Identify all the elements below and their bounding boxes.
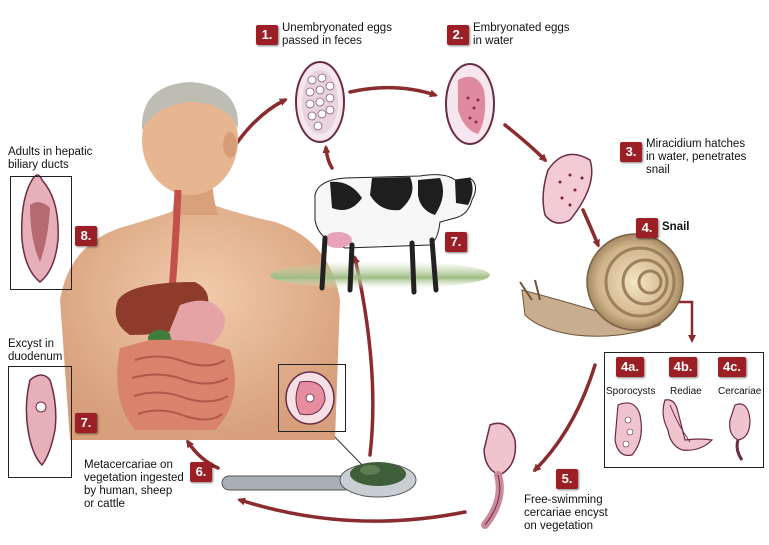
rediae-label: Rediae xyxy=(670,386,702,397)
step-7-cow-badge: 7. xyxy=(445,232,467,252)
step-8-badge: 8. xyxy=(75,226,97,246)
excysted-juvenile xyxy=(25,374,57,467)
cercariae-label: Cercariae xyxy=(718,386,762,397)
adult-fluke-box xyxy=(10,176,72,290)
excyst-box xyxy=(8,366,72,478)
step-3-label: Miracidium hatches in water, penetrates … xyxy=(646,138,747,176)
step-7-label: Excyst in duodenum xyxy=(8,338,63,363)
snail-tissue-box xyxy=(604,352,764,468)
human-figure xyxy=(60,82,340,440)
arrow-embryonated-to-miracidium xyxy=(503,123,548,163)
cow-illustration xyxy=(270,174,490,295)
step-6-label: Metacercariae on vegetation ingested by … xyxy=(84,459,184,510)
unembryonated-egg xyxy=(295,61,345,143)
step-4-badge: 4. xyxy=(636,218,658,238)
arrow-cercariae-to-vegetation xyxy=(237,497,467,523)
step-4a-badge: 4a. xyxy=(616,357,644,377)
sporocyst-icon xyxy=(614,402,642,457)
step-2-label: Embryonated eggs in water xyxy=(473,22,570,47)
step-1-badge: 1. xyxy=(256,25,278,45)
embryonated-egg xyxy=(445,63,495,145)
step-5-label: Free-swimming cercariae encyst on vegeta… xyxy=(524,494,608,532)
miracidium xyxy=(542,153,593,224)
snail xyxy=(519,233,684,337)
step-4-label: Snail xyxy=(662,221,690,233)
free-swimming-cercaria xyxy=(481,422,517,529)
step-4b-badge: 4b. xyxy=(669,357,697,377)
arrow-cow-to-eggs xyxy=(322,145,334,170)
pointer-to-metacercaria xyxy=(329,431,366,469)
arrow-eggs-to-embryonated xyxy=(348,85,438,98)
step-2-badge: 2. xyxy=(447,25,469,45)
step-5-badge: 5. xyxy=(556,469,578,489)
arrow-host-to-eggs xyxy=(230,98,288,152)
arrow-snail-to-cercariae xyxy=(532,363,597,473)
step-1-label: Unembryonated eggs passed in feces xyxy=(282,22,392,47)
sporocysts-label: Sporocysts xyxy=(606,386,656,397)
arrow-vegetation-to-human xyxy=(186,439,220,470)
step-6-badge: 6. xyxy=(190,462,212,482)
redia-icon xyxy=(662,399,714,451)
step-4c-badge: 4c. xyxy=(718,357,746,377)
metacercaria-icon xyxy=(285,371,335,425)
metacercaria-box xyxy=(278,364,346,432)
step-8-label: Adults in hepatic biliary ducts xyxy=(8,146,93,171)
cercaria-icon xyxy=(729,403,751,461)
arrow-miracidium-to-snail xyxy=(581,208,600,248)
adult-fluke xyxy=(20,174,59,283)
spoon-with-vegetation xyxy=(221,462,417,498)
step-3-badge: 3. xyxy=(620,142,642,162)
step-7-badge: 7. xyxy=(75,413,97,433)
